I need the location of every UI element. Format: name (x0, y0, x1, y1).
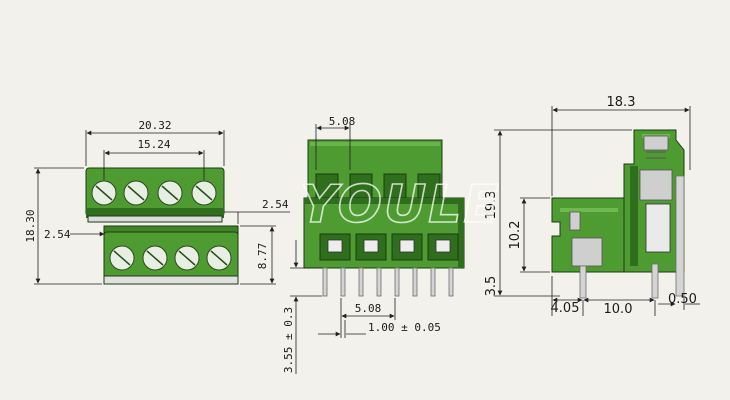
dim-profile-pin-height-label: 3.5 (484, 276, 499, 297)
dim-side-pin-size: 1.00 ± 0.05 (318, 320, 441, 338)
side-window-3 (391, 233, 423, 261)
lower-screw-3 (174, 245, 200, 271)
lower-screw-2 (142, 245, 168, 271)
side-view: 5.08 5.08 1.00 ± 0.05 3.55 ± 0.3 (282, 115, 465, 374)
dim-profile-pin-spacing-label: 10.0 (604, 302, 633, 317)
lower-screw-1 (109, 245, 135, 271)
dim-profile-total-height: 19.3 (484, 129, 632, 297)
lower-screw-4 (206, 245, 232, 271)
side-pins (322, 267, 454, 297)
dim-offset-right-label: 2.54 (262, 198, 289, 211)
dim-lower-height-label: 8.77 (256, 243, 269, 270)
upper-screw-2 (123, 180, 149, 206)
upper-screw-1 (91, 180, 117, 206)
profile-view: 18.3 19.3 10.2 3.5 4.05 10.0 (484, 95, 700, 317)
dim-profile-total-height-label: 19.3 (484, 191, 499, 220)
dim-total-width-label: 20.32 (138, 119, 171, 132)
dim-side-pitch: 5.08 (315, 115, 356, 170)
dim-offset-left-label: 2.54 (44, 228, 71, 241)
dim-profile-pin-spacing: 10.0 (583, 297, 656, 317)
dim-profile-left-label: 4.05 (551, 301, 580, 316)
dim-side-pin-pitch-label: 5.08 (355, 302, 382, 315)
dim-profile-pin-thickness-label: 0.50 (668, 292, 697, 307)
dim-height-label: 18.30 (24, 209, 37, 242)
side-window-4 (427, 233, 459, 261)
dim-profile-depth: 18.3 (551, 95, 691, 196)
dim-offset-left: 2.54 (44, 228, 105, 241)
dim-side-pin-size-label: 1.00 ± 0.05 (368, 321, 441, 334)
dim-profile-left: 4.05 (551, 276, 584, 316)
dim-profile-pin-thickness: 0.50 (658, 292, 700, 310)
dim-lower-height: 8.77 (240, 225, 276, 285)
lower-header-block (103, 225, 239, 285)
watermark-text: YOULE (300, 175, 501, 235)
dim-total-width: 20.32 (85, 119, 225, 166)
upper-screw-4 (191, 180, 217, 206)
side-window-1 (319, 233, 351, 261)
dim-pitch-top-label: 15.24 (137, 138, 170, 151)
dim-profile-pin-height: 3.5 (484, 276, 499, 297)
dim-side-pitch-label: 5.08 (329, 115, 356, 128)
dim-profile-mid-height: 10.2 (508, 197, 550, 273)
dim-height: 18.30 (24, 167, 102, 285)
upper-plug-block (85, 167, 225, 223)
dim-profile-mid-height-label: 10.2 (508, 221, 523, 250)
upper-screw-3 (157, 180, 183, 206)
dim-side-pin-length-label: 3.55 ± 0.3 (282, 307, 295, 373)
dim-side-pin-length: 3.55 ± 0.3 (282, 240, 322, 374)
front-view: 20.32 15.24 18.30 2.54 2.54 8.77 (24, 119, 290, 285)
side-window-2 (355, 233, 387, 261)
dim-profile-depth-label: 18.3 (607, 95, 636, 110)
dim-pitch-top: 15.24 (103, 138, 205, 180)
dim-offset-right: 2.54 (224, 198, 290, 224)
dim-side-pin-pitch: 5.08 (340, 298, 396, 320)
